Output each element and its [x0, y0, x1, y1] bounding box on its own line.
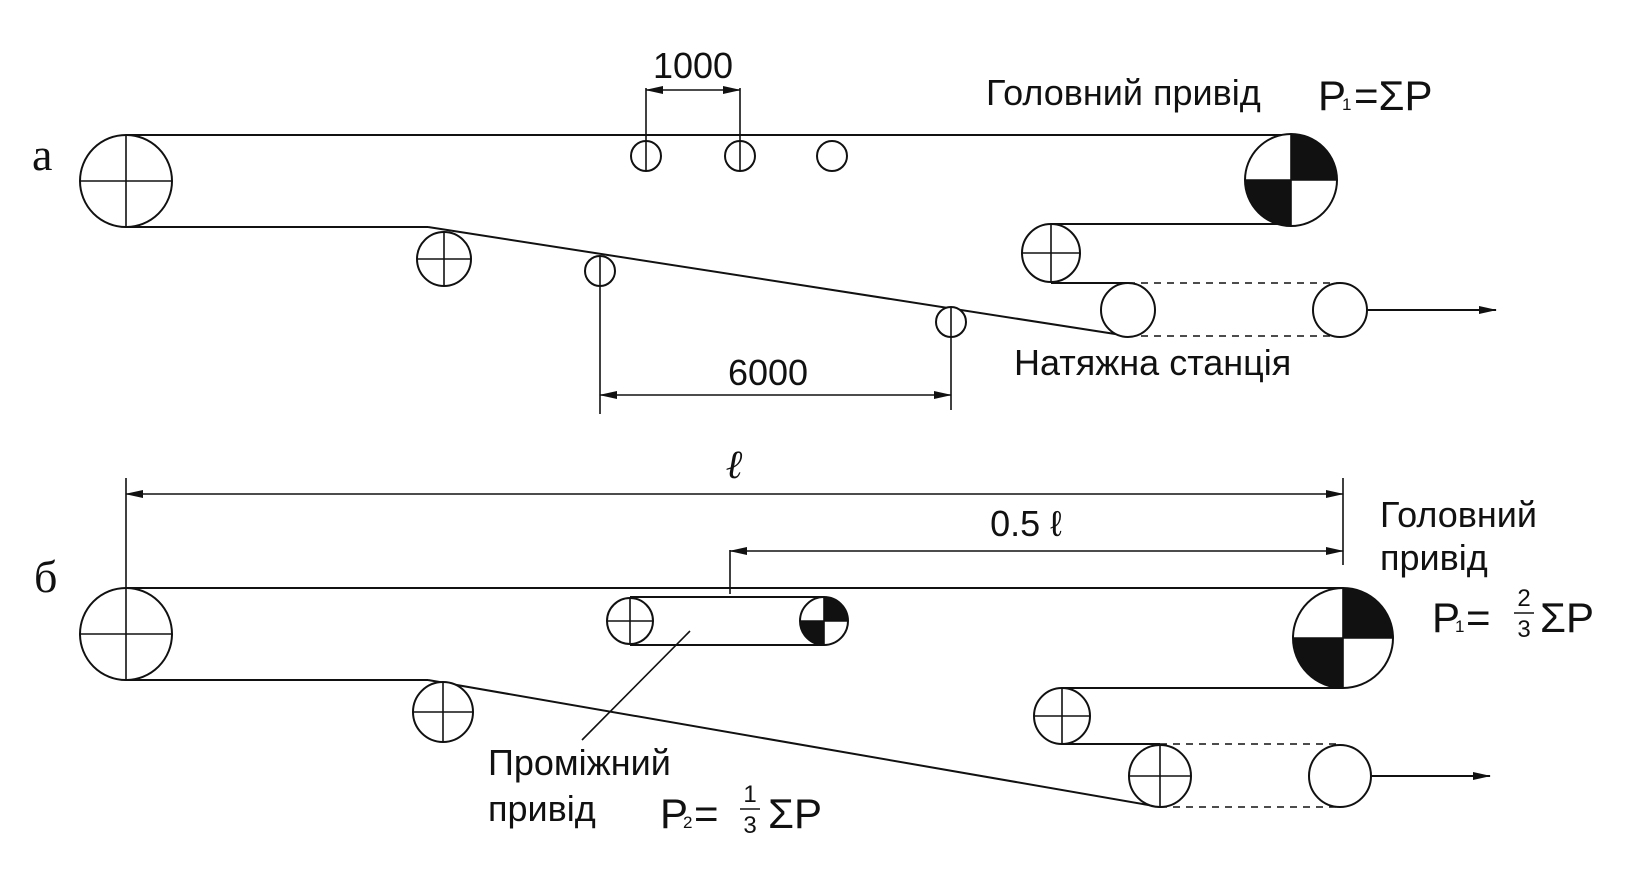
tension-pulley-max-b [1308, 744, 1372, 808]
intermediate-drive-label-line2: привід [488, 788, 596, 829]
tension-pulley-max [1312, 282, 1368, 338]
head-drive-pulley [1244, 133, 1338, 227]
panel-b: б ℓ 0.5 ℓ [34, 442, 1594, 839]
dim-half-length-value: 0.5 ℓ [990, 503, 1062, 544]
tension-station-label: Натяжна станція [1014, 342, 1291, 383]
intermediate-drive-label-line1: Проміжний [488, 742, 671, 783]
svg-text:ΣP: ΣP [768, 790, 822, 837]
head-drive-label-b-line2: привід [1380, 537, 1488, 578]
tension-pulley-min [1100, 282, 1156, 338]
tail-pulley-b [79, 587, 173, 681]
svg-text:P: P [1432, 594, 1460, 641]
belt-lower-run-slope [427, 226, 1129, 337]
head-drive-label-a: Головний привід [986, 72, 1261, 113]
svg-text:P: P [1318, 72, 1346, 119]
svg-text:=ΣP: =ΣP [1354, 72, 1433, 119]
dim-1000-value: 1000 [653, 45, 733, 86]
svg-text:ΣP: ΣP [1540, 594, 1594, 641]
svg-text:=: = [1466, 594, 1491, 641]
svg-text:2: 2 [1517, 585, 1530, 612]
snub-pulley-b [1033, 687, 1091, 745]
intermediate-drive-formula: P 2 = 1 3 ΣP [660, 781, 822, 839]
tail-pulley [79, 134, 173, 228]
dimension-6000: 6000 [599, 286, 952, 414]
intermediate-drive-leader [581, 630, 691, 741]
intermediate-drive [606, 596, 849, 646]
return-idler-2 [584, 255, 616, 287]
intermediate-drive-idler-pulley [606, 597, 654, 645]
head-drive-label-b-line1: Головний [1380, 494, 1537, 535]
svg-text:P: P [660, 790, 688, 837]
return-idler-3 [935, 306, 967, 338]
panel-b-label: б [34, 551, 57, 602]
dim-length-value: ℓ [726, 442, 743, 487]
svg-text:1: 1 [743, 781, 756, 808]
dimension-1000: 1000 [645, 45, 741, 141]
panel-a-label: а [32, 129, 52, 180]
svg-text:3: 3 [1517, 616, 1530, 643]
head-drive-formula-b: P 1 = 2 3 ΣP [1432, 585, 1594, 643]
svg-text:2: 2 [683, 813, 692, 832]
svg-text:1: 1 [1342, 95, 1351, 114]
carrying-idler-1 [630, 140, 662, 172]
carrying-idler-2 [724, 140, 756, 172]
svg-text:=: = [694, 790, 719, 837]
panel-a: а [32, 45, 1497, 414]
svg-text:1: 1 [1455, 617, 1464, 636]
tension-pulley-min-b [1128, 744, 1192, 808]
snub-pulley [1021, 223, 1081, 283]
return-idler-1 [416, 231, 472, 287]
belt-lower-run-slope-b [427, 679, 1161, 808]
dimension-length: ℓ [125, 442, 1344, 588]
head-drive-pulley-b [1292, 587, 1394, 689]
dim-6000-value: 6000 [728, 352, 808, 393]
return-idler-b [412, 681, 474, 743]
svg-text:3: 3 [743, 812, 756, 839]
intermediate-drive-pulley [799, 596, 849, 646]
head-drive-formula-a: P 1 =ΣP [1318, 72, 1433, 119]
dimension-half-length: 0.5 ℓ [729, 503, 1344, 594]
carrying-idler-3 [816, 140, 848, 172]
